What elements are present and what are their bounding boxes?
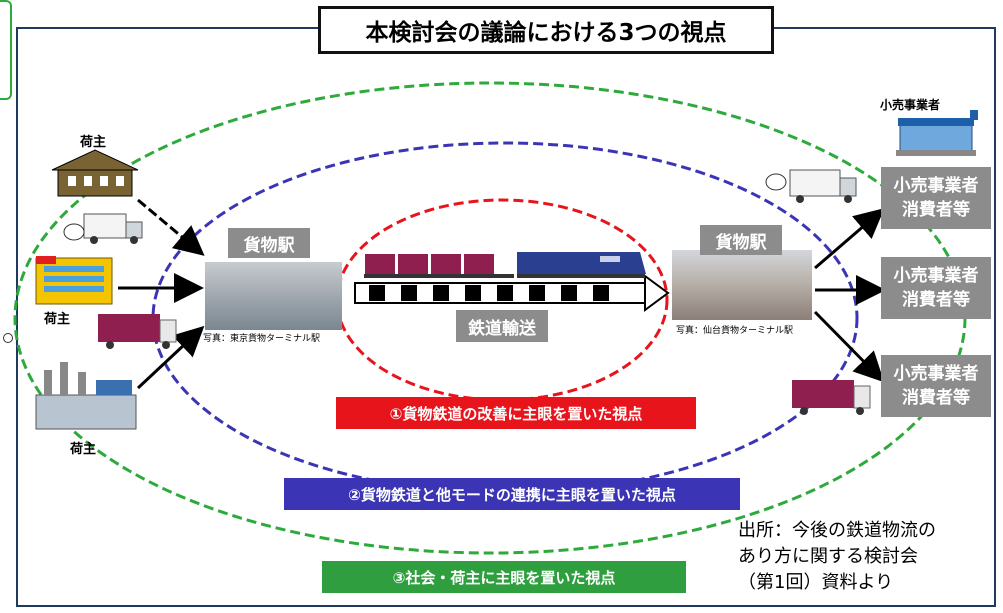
shipper-label-top: 荷主 <box>80 135 107 150</box>
arrow-dest-top <box>814 208 885 270</box>
office-building-icon <box>35 256 113 305</box>
rail-track-arrow <box>354 274 670 312</box>
container-truck-icon <box>98 314 177 349</box>
rail-transport-label: 鉄道輸送 <box>456 310 548 342</box>
retailer-icon-label: 小売事業者 <box>880 98 941 112</box>
origin-station-photo <box>205 262 342 330</box>
diagram-title: 本検討会の議論における3つの視点 <box>318 6 774 54</box>
destination-box-1: 小売事業者 消費者等 <box>881 167 991 229</box>
source-note-line: 出所：今後の鉄道物流の <box>738 520 936 541</box>
origin-station-label: 貨物駅 <box>228 228 310 258</box>
arrow-top-shipper <box>137 198 205 256</box>
shipper-label-bottom: 荷主 <box>70 442 97 457</box>
destination-station-label: 貨物駅 <box>700 225 782 255</box>
freight-train-icon <box>364 252 646 278</box>
destination-line1: 小売事業者 <box>893 364 979 384</box>
factory-icon <box>35 362 137 430</box>
source-note-line: （第1回）資料より <box>738 572 894 593</box>
destination-station-photo <box>672 250 812 320</box>
destination-box-3: 小売事業者 消費者等 <box>881 355 991 417</box>
source-note-line: あり方に関する検討会 <box>738 546 918 567</box>
destination-line2: 消費者等 <box>902 200 970 220</box>
destination-station-caption: 写真：仙台貨物ターミナル駅 <box>676 326 794 336</box>
viewpoint-1-label: ①貨物鉄道の改善に主眼を置いた視点 <box>336 397 696 429</box>
truck-icon-shipper <box>63 213 143 244</box>
destination-line2: 消費者等 <box>902 388 970 408</box>
viewpoint-3-label: ③社会・荷主に主眼を置いた視点 <box>322 561 686 593</box>
warehouse-icon <box>51 149 139 197</box>
connector-circle <box>3 333 13 343</box>
destination-box-2: 小売事業者 消費者等 <box>881 257 991 319</box>
source-note: 出所：今後の鉄道物流の あり方に関する検討会 （第1回）資料より <box>738 518 936 596</box>
destination-line1: 小売事業者 <box>893 176 979 196</box>
left-tab-decoration <box>0 0 12 100</box>
destination-line2: 消費者等 <box>902 290 970 310</box>
shipper-label-middle: 荷主 <box>44 312 71 327</box>
origin-station-caption: 写真：東京貨物ターミナル駅 <box>203 334 321 344</box>
arrow-dest-bottom <box>813 310 885 383</box>
container-truck-icon-destination <box>792 380 871 415</box>
viewpoint-2-label: ②貨物鉄道と他モードの連携に主眼を置いた視点 <box>284 478 740 510</box>
destination-line1: 小売事業者 <box>893 266 979 286</box>
shop-icon <box>896 110 978 156</box>
arrow-bottom-shipper <box>136 325 205 390</box>
truck-icon-destination <box>765 169 857 203</box>
